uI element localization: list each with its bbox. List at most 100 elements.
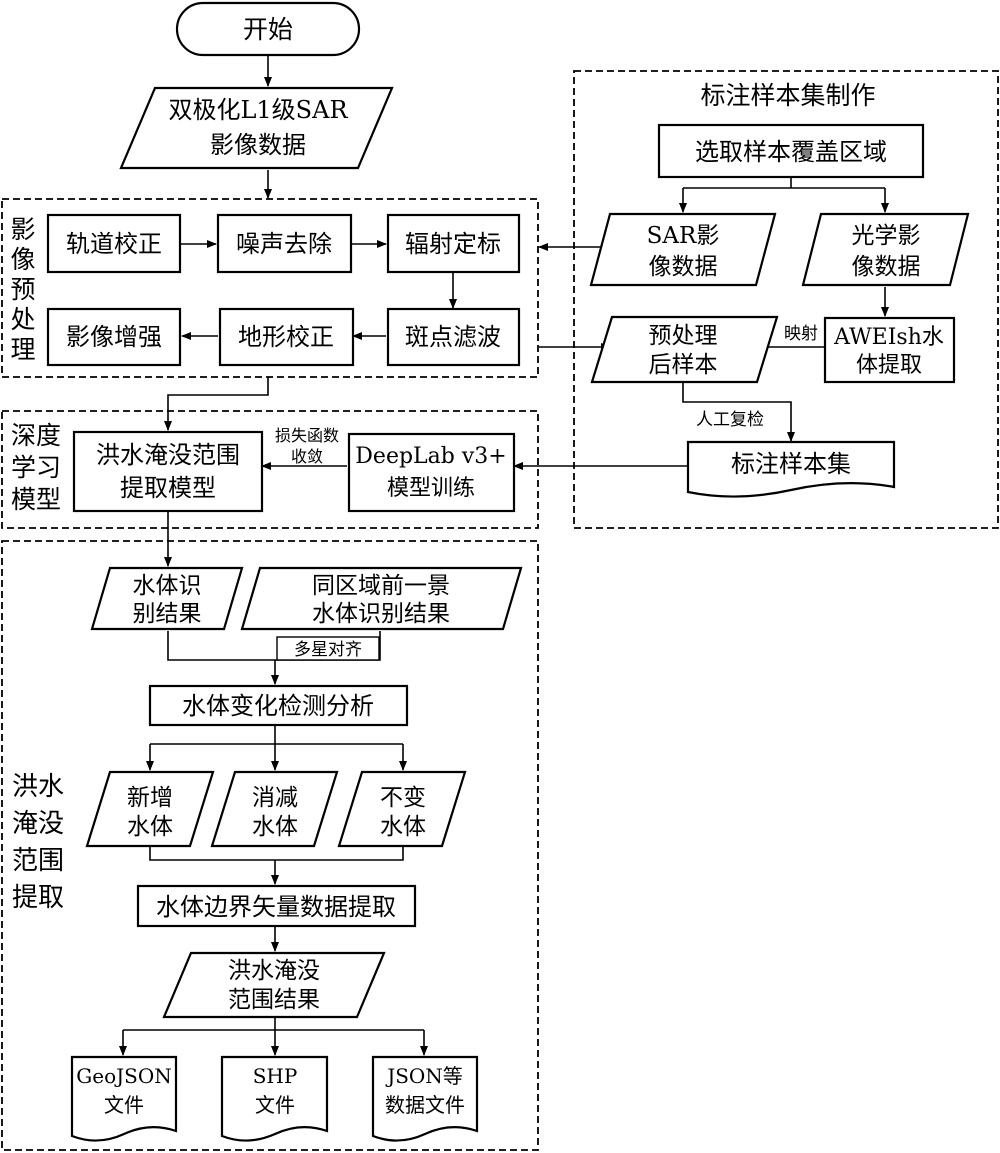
aweish-line2: 体提取 (856, 353, 922, 378)
edge-label-manual-check: 人工复检 (696, 410, 764, 430)
arrow-samples-to-labeled (682, 382, 795, 442)
processed-samples-node (590, 315, 779, 384)
edge-label-multi-align: 多星对齐 (294, 640, 362, 660)
change-detect-label: 水体变化检测分析 (182, 692, 374, 720)
deep-learning-group (1, 410, 539, 529)
prev-result-node (240, 566, 523, 631)
deep-learning-label-line: 模型 (11, 485, 61, 514)
labeled-set-label: 标注样本集 (731, 450, 851, 478)
flood-model-node (72, 430, 264, 513)
geojson-file-line1: GeoJSON (76, 1064, 171, 1088)
preprocess-label-char: 预 (10, 275, 35, 304)
prev-result-line2: 水体识别结果 (312, 601, 450, 627)
preprocess-label-char: 像 (10, 245, 35, 274)
json-file-line1: JSON等 (385, 1064, 463, 1088)
water-result-line2: 别结果 (133, 601, 202, 627)
geojson-file-node (70, 1055, 178, 1142)
flood-extract-label-line: 范围 (12, 846, 64, 876)
noise-removal-node (216, 213, 353, 274)
preprocess-group-label: 影 像 预 处 理 (10, 215, 35, 364)
reduced-water-line1: 消减 (252, 785, 298, 811)
optical-data-line2: 像数据 (852, 254, 921, 280)
speckle-filter-node (386, 307, 521, 367)
reduced-water-node (210, 770, 339, 848)
edge-label-loss: 损失函数 (275, 426, 339, 445)
json-file-node (371, 1055, 479, 1142)
preprocess-label-char: 理 (10, 335, 35, 364)
orbit-correction-node (46, 213, 182, 274)
flood-extract-label-line: 提取 (12, 883, 64, 913)
multi-align-label-box (276, 636, 380, 661)
select-area-label: 选取样本覆盖区域 (695, 138, 887, 166)
sar-data-line1: SAR影 (647, 223, 720, 249)
input-data-line2: 影像数据 (210, 131, 306, 159)
json-file-line2: 数据文件 (385, 1093, 465, 1117)
deeplab-line2: 模型训练 (387, 476, 475, 501)
edge-label-converge: 收敛 (291, 447, 323, 466)
radiometric-calibration-node (386, 213, 521, 274)
flood-model-line2: 提取模型 (120, 474, 216, 502)
terrain-correction-node (218, 307, 355, 367)
prev-result-line1: 同区域前一景 (312, 573, 450, 599)
unchanged-water-line2: 水体 (380, 814, 426, 840)
start-terminator (175, 1, 361, 57)
edge-label-mapping: 映射 (784, 324, 818, 344)
preprocess-group (1, 198, 539, 378)
processed-samples-line2: 后样本 (649, 352, 718, 378)
noise-removal-label: 噪声去除 (236, 230, 332, 258)
line-merge-changes (149, 847, 404, 861)
aweish-node (823, 316, 956, 384)
start-label: 开始 (243, 15, 293, 44)
boundary-extract-node (136, 884, 417, 928)
preprocess-label-char: 处 (10, 305, 35, 334)
connectors (119, 56, 889, 1056)
line-merge-results (167, 631, 381, 661)
arrow-preprocess-to-model (164, 377, 269, 431)
flood-result-node (162, 951, 386, 1019)
select-area-node (657, 123, 925, 179)
flood-result-line1: 洪水淹没 (228, 958, 320, 984)
flood-model-line1: 洪水淹没范围 (96, 441, 240, 469)
aweish-line1: AWEIsh水 (833, 325, 944, 350)
new-water-node (85, 770, 215, 848)
geojson-file-line2: 文件 (104, 1093, 144, 1117)
flood-extract-group-label: 洪水 淹没 范围 提取 (12, 772, 64, 913)
change-detect-node (148, 684, 409, 727)
preprocess-label-char: 影 (10, 215, 35, 244)
shp-file-line1: SHP (253, 1064, 298, 1088)
labeled-set-node (686, 440, 896, 498)
water-result-node (90, 566, 244, 631)
new-water-line2: 水体 (127, 814, 173, 840)
deep-learning-label-line: 学习 (11, 453, 61, 482)
orbit-correction-label: 轨道校正 (66, 230, 162, 258)
flood-extract-group (1, 540, 539, 1151)
new-water-line1: 新增 (127, 785, 173, 811)
reduced-water-line2: 水体 (252, 814, 298, 840)
shp-file-line2: 文件 (255, 1093, 295, 1117)
boundary-extract-label: 水体边界矢量数据提取 (156, 893, 396, 921)
radiometric-calibration-label: 辐射定标 (405, 230, 501, 258)
deep-learning-group-label: 深度 学习 模型 (11, 421, 61, 514)
sample-set-group (573, 70, 999, 529)
deeplab-line1: DeepLab v3+ (355, 444, 506, 469)
sample-set-group-label: 标注样本集制作 (700, 81, 875, 110)
unchanged-water-line1: 不变 (380, 785, 426, 811)
image-enhance-node (46, 307, 182, 367)
sar-data-node (589, 212, 777, 287)
sar-data-line2: 像数据 (649, 254, 718, 280)
unchanged-water-node (337, 770, 467, 848)
deep-learning-label-line: 深度 (11, 421, 61, 450)
water-result-line1: 水体识 (133, 573, 202, 599)
optical-data-line1: 光学影 (852, 223, 921, 249)
deeplab-node (347, 432, 516, 513)
flood-extract-label-line: 洪水 (12, 772, 64, 802)
flood-extract-label-line: 淹没 (12, 809, 64, 839)
image-enhance-label: 影像增强 (66, 323, 162, 351)
optical-data-node (801, 212, 970, 287)
terrain-correction-label: 地形校正 (238, 323, 334, 351)
speckle-filter-label: 斑点滤波 (405, 323, 501, 351)
flood-result-line2: 范围结果 (228, 987, 320, 1013)
processed-samples-line1: 预处理 (649, 323, 718, 349)
input-data-node (119, 86, 394, 170)
